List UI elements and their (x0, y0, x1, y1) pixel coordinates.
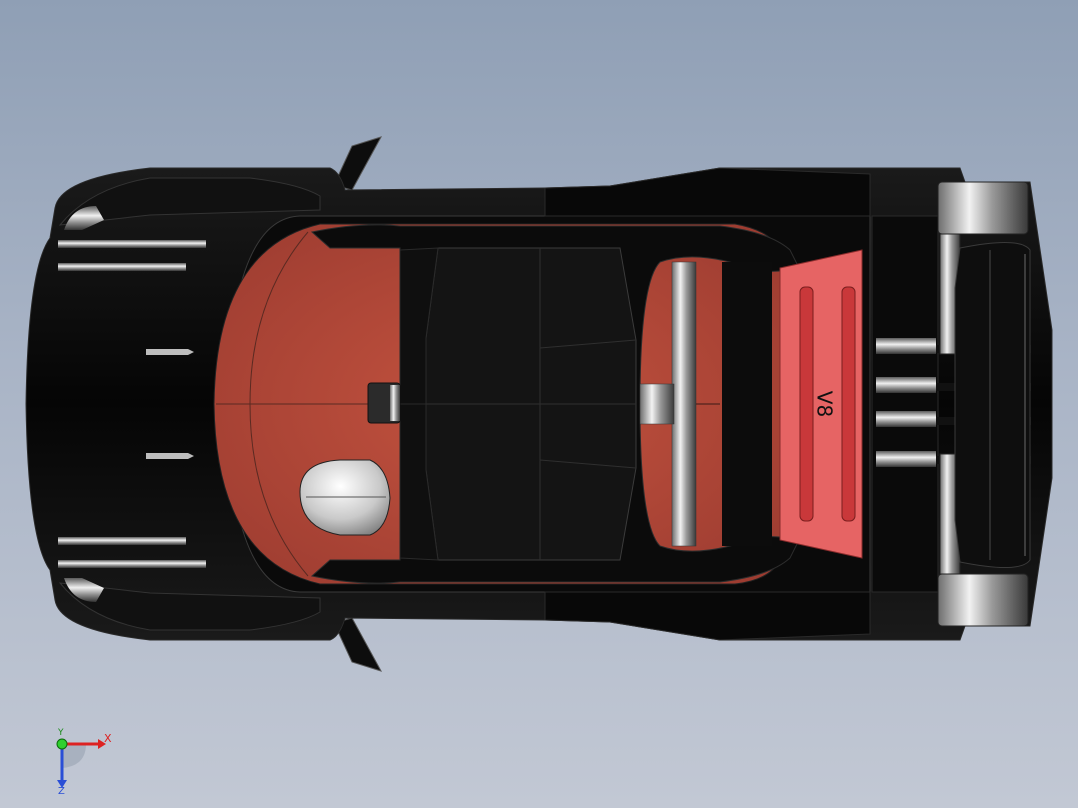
rear-partition (722, 262, 772, 546)
roof-seam (539, 339, 637, 349)
right-a-pillar (399, 403, 439, 561)
roof-seam (539, 459, 637, 469)
front-vent-strip (58, 263, 186, 271)
triad-x-label: X (104, 732, 112, 745)
left-a-pillar (399, 247, 439, 405)
left-side-skirt (544, 167, 871, 217)
engine-cover-label: V8 (813, 391, 837, 417)
hood-marker (146, 453, 194, 459)
right-side-skirt (544, 591, 871, 641)
front-vent-strip (58, 560, 206, 568)
rear-deck (871, 215, 939, 593)
front-vent-strip (58, 537, 186, 545)
right-headlight (64, 578, 104, 602)
engine-intake-bar (841, 286, 856, 522)
right-mirror (333, 617, 383, 672)
rear-bar-mount (639, 383, 675, 425)
left-mirror (333, 136, 383, 191)
exhaust-fin (876, 411, 936, 427)
left-headlight (64, 206, 104, 230)
hood-marker (146, 349, 194, 355)
triad-z-arrow (57, 780, 67, 788)
steering-column-chrome (390, 385, 400, 421)
rear-wing (954, 241, 1031, 569)
triad-y-label: Y (57, 728, 64, 738)
coordinate-triad: X Y Z (56, 728, 112, 796)
triad-z-label: Z (58, 786, 65, 796)
dash-curve (249, 231, 309, 577)
rear-roll-bar (671, 261, 697, 547)
rear-right-wheel (937, 573, 1029, 627)
front-vent-strip (58, 240, 206, 248)
triad-y-axis-dot (56, 738, 68, 750)
exhaust-fin (876, 377, 936, 393)
triad-x-arrow (98, 739, 106, 749)
exhaust-fin (876, 338, 936, 354)
exhaust-fin (876, 451, 936, 467)
engine-intake-bar (799, 286, 814, 522)
front-left-fender (58, 177, 321, 226)
triad-shadow (62, 744, 86, 768)
rear-left-wheel (937, 181, 1029, 235)
front-right-fender (58, 582, 321, 631)
